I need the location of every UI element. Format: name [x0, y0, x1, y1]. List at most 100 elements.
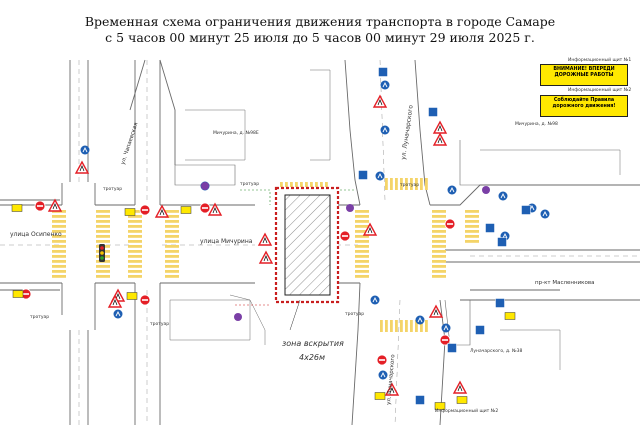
- warning-triangle-icon: [154, 204, 170, 218]
- mandatory-direction-icon: [540, 209, 550, 219]
- detour-lines: [235, 189, 355, 306]
- info-square-sign-icon: [497, 237, 507, 247]
- purple-sign-icon: [346, 204, 354, 212]
- crosswalk-stripe: [96, 270, 110, 273]
- warning-triangle-icon: [384, 382, 400, 396]
- roadwork-glyph: [262, 237, 268, 244]
- crosswalk-stripe: [96, 275, 110, 278]
- crosswalk-stripe: [432, 245, 446, 248]
- crosswalk-stripe: [425, 178, 428, 190]
- arrow-glyph: [417, 316, 423, 323]
- arrow-glyph: [502, 232, 508, 239]
- purple-sign-icon: [234, 313, 242, 321]
- lane-markings: [0, 59, 640, 425]
- no-entry-bar: [447, 223, 453, 225]
- yellow-plate-icon: [456, 396, 468, 404]
- arrow-glyph: [382, 126, 388, 133]
- yellow-plate-icon: [374, 392, 386, 400]
- crosswalk-stripe: [300, 182, 303, 187]
- crosswalk-stripe: [425, 320, 428, 332]
- arrow-glyph: [377, 172, 383, 179]
- crosswalk-stripe: [432, 265, 446, 268]
- crosswalk-stripe: [410, 178, 413, 190]
- crosswalk-stripe: [290, 182, 293, 187]
- crosswalk-stripe: [465, 220, 479, 223]
- crosswalk-stripe: [165, 265, 179, 268]
- mandatory-direction-icon: [447, 185, 457, 195]
- crosswalk-stripe: [355, 275, 369, 278]
- crosswalk-stripe: [52, 265, 66, 268]
- crosswalk-stripe: [128, 220, 142, 223]
- crosswalk-stripe: [390, 320, 393, 332]
- street-lunacharskogo-bottom: ул. Луначарского: [386, 354, 396, 406]
- yellow-plate-icon: [504, 312, 516, 320]
- crosswalk-stripe: [52, 270, 66, 273]
- building-98: Мичурина, д. №98: [515, 121, 558, 127]
- roadwork-glyph: [389, 387, 395, 394]
- mandatory-direction-icon: [113, 309, 123, 319]
- panel-2-caption: Информационный щит №2: [568, 88, 632, 93]
- info-panel-1: ВНИМАНИЕ! ВПЕРЕДИ ДОРОЖНЫЕ РАБОТЫ: [540, 64, 628, 86]
- yellow-plate-icon: [124, 208, 136, 216]
- crosswalk-stripe: [400, 320, 403, 332]
- crosswalk-stripe: [385, 178, 388, 190]
- no-entry-bar: [202, 207, 208, 209]
- crosswalk-stripe: [128, 250, 142, 253]
- warning-triangle-icon: [372, 94, 388, 108]
- roadwork-glyph: [437, 137, 443, 144]
- sidewalk-label-5: тротуар: [345, 312, 364, 317]
- crosswalk-stripe: [128, 255, 142, 258]
- crosswalk-stripe: [280, 182, 283, 187]
- crosswalk-stripe: [432, 270, 446, 273]
- no-entry-bar: [342, 235, 348, 237]
- crosswalk-stripe: [128, 215, 142, 218]
- info-square-sign-icon: [447, 343, 457, 353]
- street-lunacharskogo-top: ул. Луначарского: [400, 104, 415, 160]
- crosswalk-stripe: [96, 220, 110, 223]
- crosswalk-stripe: [128, 235, 142, 238]
- no-entry-bar: [142, 209, 148, 211]
- info-panel-2: Соблюдайте Правила дорожного движения!: [540, 95, 628, 117]
- info-square-sign-icon: [475, 325, 485, 335]
- street-chapaevskaya: ул. Чапаевская: [120, 122, 139, 166]
- warning-triangle-icon: [258, 250, 274, 264]
- crosswalk-stripe: [52, 230, 66, 233]
- mandatory-direction-icon: [380, 125, 390, 135]
- crosswalk-stripe: [465, 215, 479, 218]
- mandatory-direction-icon: [370, 295, 380, 305]
- mandatory-direction-icon: [378, 370, 388, 380]
- sidewalk-label-3: тротуар: [240, 182, 259, 187]
- warning-triangle-icon: [362, 222, 378, 236]
- crosswalk-stripe: [465, 210, 479, 213]
- crosswalk-stripe: [96, 235, 110, 238]
- crosswalk-stripe: [165, 240, 179, 243]
- no-entry-bar: [142, 299, 148, 301]
- crosswalk-stripe: [380, 320, 383, 332]
- arrow-glyph: [115, 310, 121, 317]
- info-square-sign-icon: [485, 223, 495, 233]
- arrow-glyph: [382, 81, 388, 88]
- crosswalk-stripe: [432, 235, 446, 238]
- panel-1-text: ВНИМАНИЕ! ВПЕРЕДИ ДОРОЖНЫЕ РАБОТЫ: [553, 67, 615, 78]
- crosswalk-stripe: [295, 182, 298, 187]
- crosswalk-stripe: [390, 178, 393, 190]
- crosswalk-stripe: [355, 235, 369, 238]
- zone-size: 4х26м: [299, 353, 325, 362]
- building-98e: Мичурина, д. №98Е: [213, 130, 259, 136]
- roadwork-glyph: [433, 309, 439, 316]
- crosswalk-stripe: [465, 230, 479, 233]
- crosswalk-stripe: [355, 270, 369, 273]
- crosswalk-stripe: [415, 320, 418, 332]
- purple-sign-icon: [482, 186, 490, 194]
- crosswalk-stripe: [320, 182, 323, 187]
- crosswalk-stripe: [395, 178, 398, 190]
- crosswalk-stripe: [165, 250, 179, 253]
- road-edges: [0, 59, 640, 425]
- crosswalk-stripe: [96, 210, 110, 213]
- yellow-plate-icon: [434, 402, 446, 410]
- roadwork-glyph: [79, 165, 85, 172]
- arrow-glyph: [82, 146, 88, 153]
- mandatory-direction-icon: [498, 191, 508, 201]
- roadwork-glyph: [377, 99, 383, 106]
- crosswalk-stripe: [432, 225, 446, 228]
